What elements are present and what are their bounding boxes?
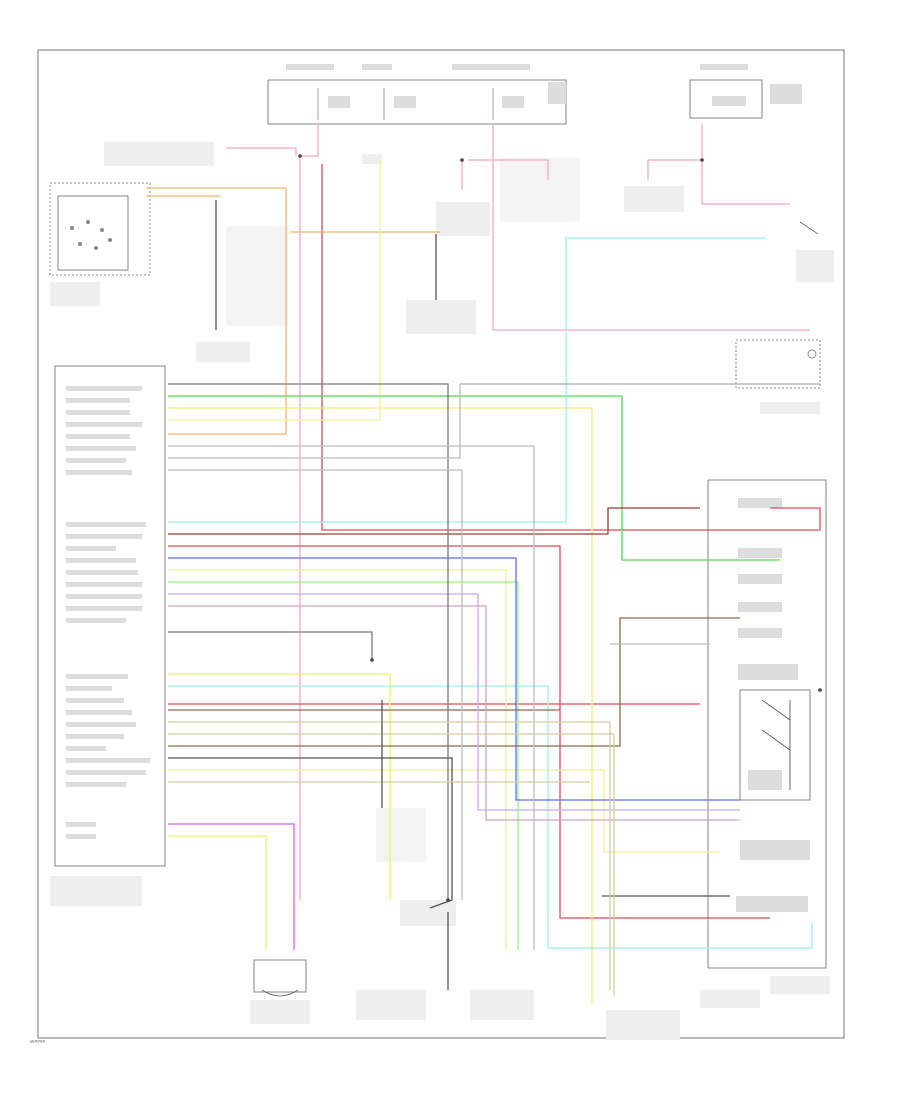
wire-yellow: [168, 160, 720, 1004]
brake-switch: [796, 221, 834, 282]
transmission-fluid-temp-sensor: [356, 900, 456, 1020]
wire-magenta: [168, 823, 295, 950]
wire-blue: [168, 557, 740, 821]
pcm-connector-c1: [50, 365, 166, 906]
diagram-frame: [37, 49, 845, 1039]
wire-tan: [168, 721, 615, 996]
vehicle-speed-sensor: [250, 959, 310, 1024]
transmission-solenoid-block: [707, 479, 830, 994]
throttle-position-sensor: [470, 990, 534, 1020]
wire-cyan: [168, 237, 813, 949]
wire-orange: [146, 187, 440, 435]
fuse-block-right: [689, 64, 802, 119]
junction-dots: [298, 154, 822, 902]
instrument-cluster: [735, 339, 821, 414]
ground-wires: [215, 200, 437, 808]
sensor-icon: [261, 989, 299, 997]
wire-green: [168, 395, 780, 950]
fuse-block: [267, 64, 567, 125]
wire-darkred: [168, 507, 740, 747]
switch-contact-icon: [761, 699, 791, 790]
wire-pink-1: [226, 124, 810, 900]
transmission-range-switch: [49, 182, 151, 306]
data-link-connector: [606, 990, 760, 1040]
diagram-footer-id: W####: [30, 1040, 46, 1045]
